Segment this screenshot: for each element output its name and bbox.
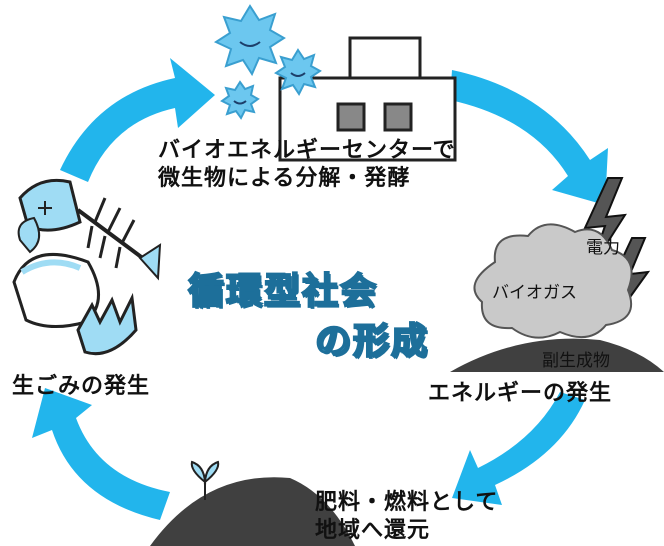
sprout-icon <box>190 460 220 500</box>
label-garbage: 生ごみの発生 <box>12 374 151 399</box>
label-energy: エネルギーの発生 <box>428 381 613 406</box>
arrow-top-right <box>450 70 608 205</box>
building-icon <box>278 36 457 162</box>
label-biogas: バイオガス <box>492 283 577 303</box>
label-electricity: 電力 <box>586 238 620 258</box>
center-title-line2: の形成 <box>314 320 430 363</box>
cloud-icon <box>473 223 633 339</box>
eggshell-icon <box>12 216 138 356</box>
soil-pile-icon <box>150 477 355 546</box>
label-biocenter-line1: バイオエネルギーセンターで <box>158 138 456 163</box>
label-byproduct: 副生成物 <box>542 351 610 371</box>
cycle-arrows <box>32 58 608 520</box>
center-title-line1: 循環型社会 <box>187 270 379 313</box>
arrow-bottom-right <box>452 392 585 505</box>
label-return-line1: 肥料・燃料として <box>315 490 499 515</box>
arrow-bottom-left <box>32 388 170 520</box>
byproduct-pile-icon <box>450 338 664 372</box>
arrow-top-left <box>60 58 215 182</box>
label-return-line2: 地域へ還元 <box>315 518 431 543</box>
microbe-icon <box>213 4 322 120</box>
label-biocenter-line2: 微生物による分解・発酵 <box>158 166 411 191</box>
